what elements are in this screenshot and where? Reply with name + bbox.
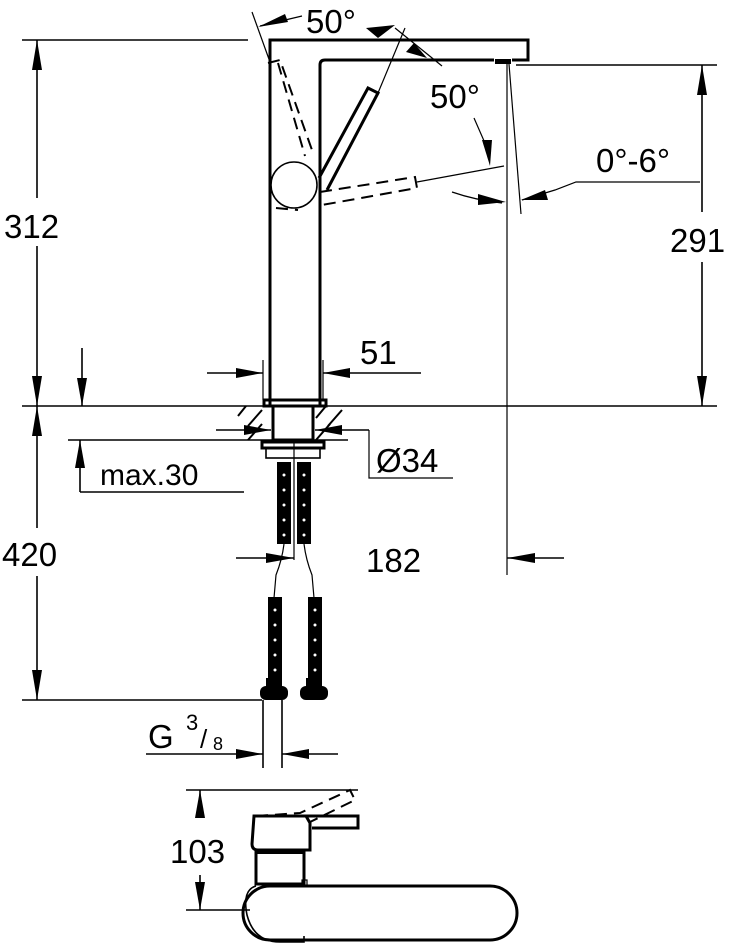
total-height-label: 312 [4,208,59,245]
dim-connection-thread: G 3 / 8 [146,700,338,768]
spout-reach-label: 182 [366,542,421,579]
thread-g-label: G [148,718,174,755]
angle-rear-50: 50° [251,3,443,67]
deck [22,404,717,560]
dim-total-height: 312 [4,39,248,406]
top-view-height-label: 103 [170,833,225,870]
dim-max-deck: max.30 [75,440,244,493]
dim-body-width: 51 [207,334,421,400]
body-width-label: 51 [360,334,397,371]
dim-outlet-height: 291 [516,64,725,406]
dim-hose-length: 420 [2,406,262,701]
outlet-height-label: 291 [670,222,725,259]
angle-front-label: 50° [430,78,480,115]
hole-diameter-label: Ø34 [376,442,438,479]
supply-hoses [260,462,328,700]
spout-tilt: 0°-6° [506,63,700,575]
angle-front-50: 50° [430,78,506,205]
top-view: 103 [170,788,519,943]
dim-spout-reach: 182 [236,542,564,579]
thread-numerator: 3 [186,710,198,735]
faucet-body [262,38,530,408]
max-deck-label: max.30 [100,459,198,492]
thread-denominator: 8 [213,734,223,754]
dim-hole-diameter: Ø34 [216,425,453,479]
angle-rear-label: 50° [306,3,356,40]
lever [267,27,505,211]
hose-length-label: 420 [2,536,57,573]
spout-tilt-label: 0°-6° [596,142,670,179]
thread-slash: / [200,724,208,754]
deck-hatching [237,405,343,441]
